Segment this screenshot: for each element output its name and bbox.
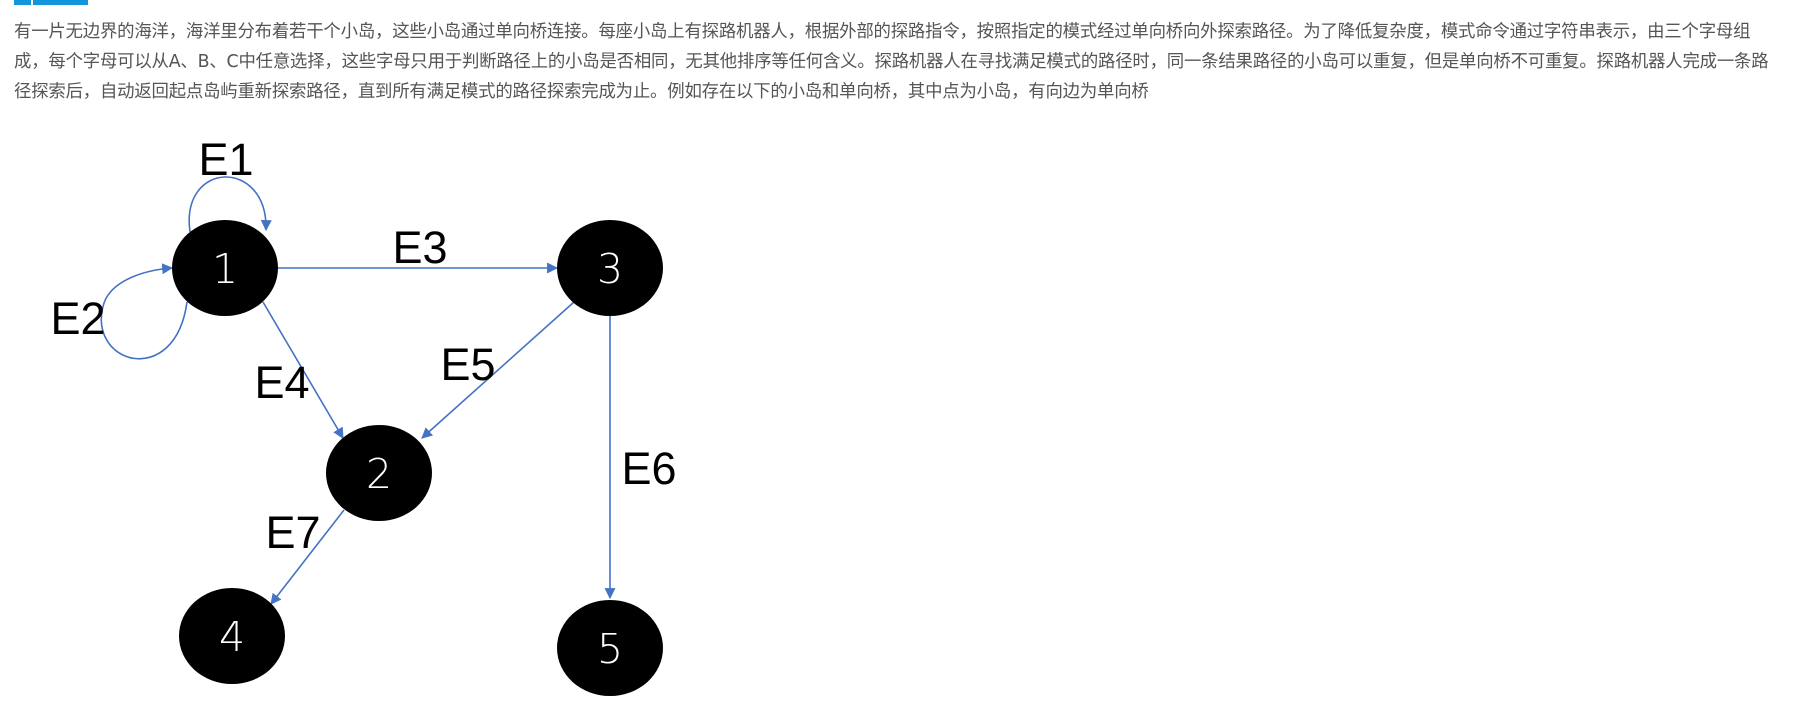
edge-label-e5: E5 [440,339,495,390]
node-label-4: 4 [219,613,245,661]
node-label-2: 2 [366,450,392,498]
node-label-1: 1 [212,245,238,293]
node-label-3: 3 [597,245,623,293]
edge-label-e2: E2 [50,293,105,344]
edge-label-e7: E7 [265,507,320,558]
edge-label-e1: E1 [198,134,253,185]
top-accent-bar [14,0,88,5]
edge-e2 [100,263,188,360]
edge-e5 [421,301,575,439]
edge-e1 [188,176,272,233]
node-5: 5 [557,600,663,696]
problem-description: 有一片无边界的海洋，海洋里分布着若干个小岛，这些小岛通过单向桥连接。每座小岛上有… [14,22,1769,102]
edge-e7 [270,509,345,605]
edge-label-e6: E6 [621,443,676,494]
edge-label-e3: E3 [392,222,447,273]
node-2: 2 [326,425,432,521]
node-1: 1 [172,220,278,316]
edge-label-e4: E4 [254,357,309,408]
edge-e4 [262,301,344,439]
node-label-5: 5 [597,625,623,673]
node-3: 3 [557,220,663,316]
node-4: 4 [179,588,285,684]
